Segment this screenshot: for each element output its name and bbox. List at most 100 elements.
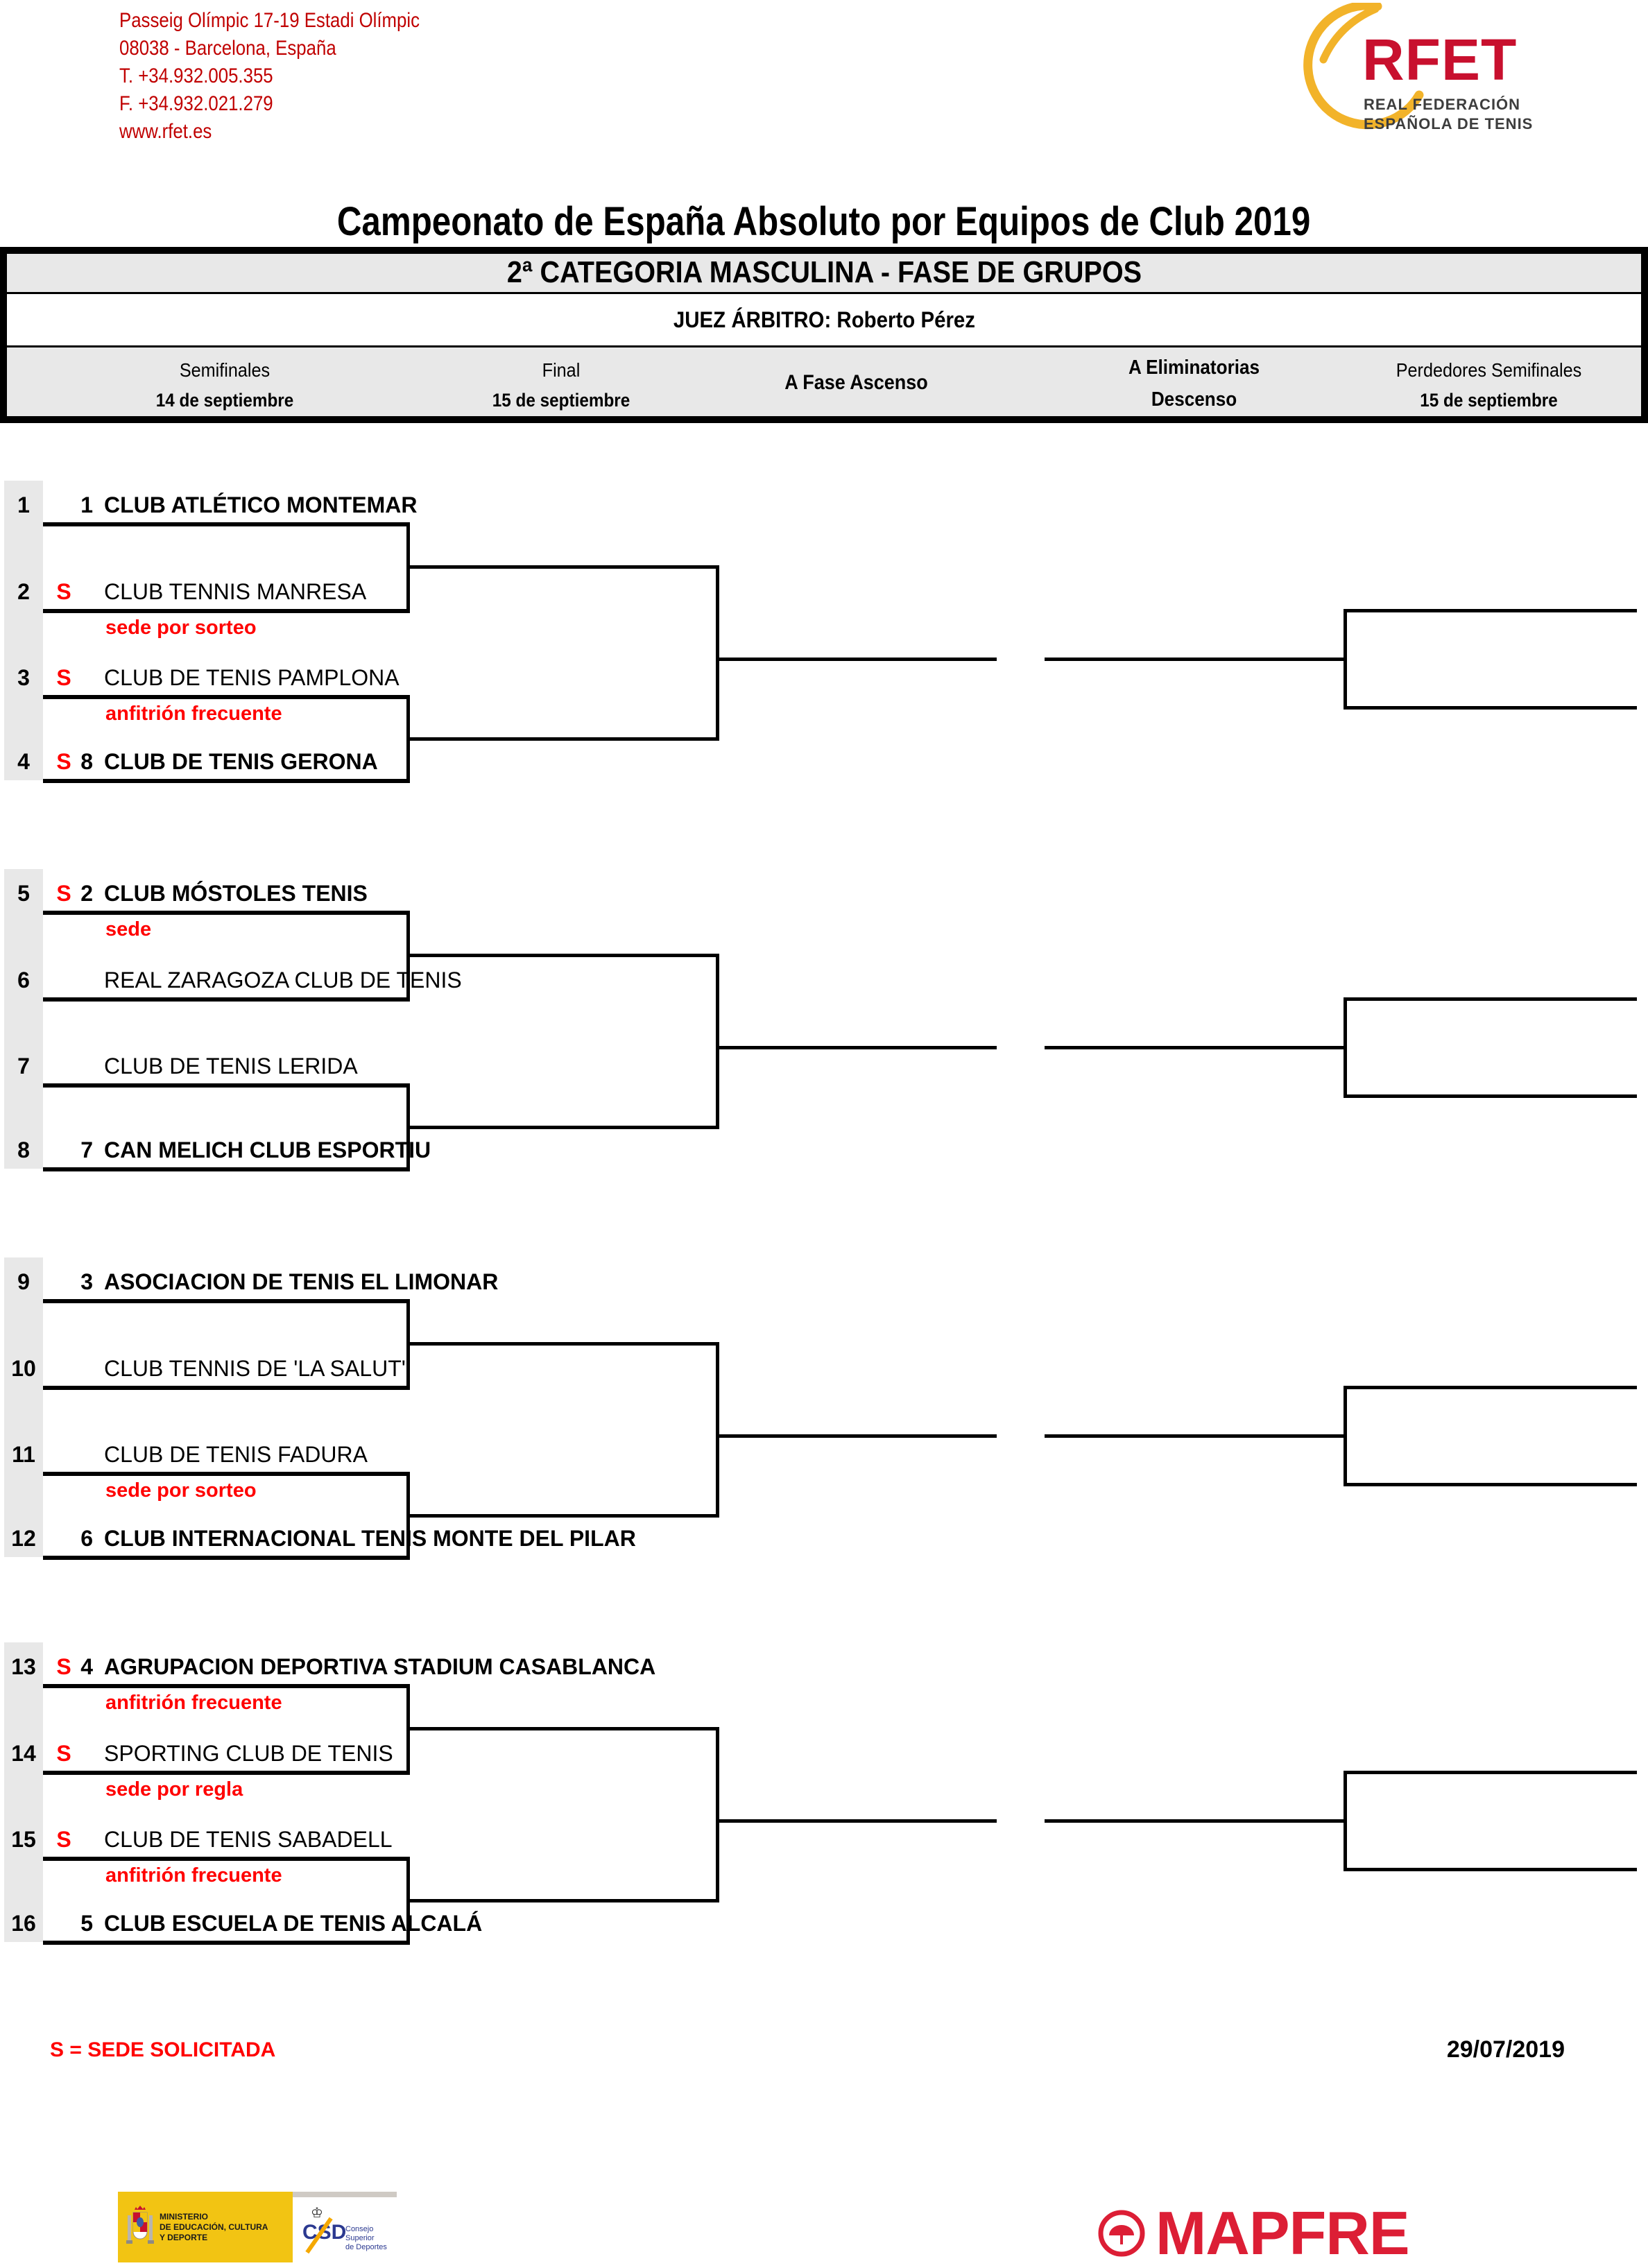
seed-number: 4	[80, 1654, 93, 1679]
sede-solicitada-flag: S	[56, 1827, 71, 1852]
rfet-sub-line: ESPAÑOLA DE TENIS	[1364, 115, 1534, 132]
venue-note: sede por sorteo	[105, 1479, 257, 1502]
tennis-ball-icon	[1303, 3, 1424, 130]
group-strip	[4, 481, 43, 780]
rfet-sub-line: REAL FEDERACIÓN	[1364, 96, 1521, 113]
column-fase-ascenso: A Fase Ascenso	[716, 347, 997, 416]
header-border	[1641, 247, 1648, 423]
column-final: Final 15 de septiembre	[406, 347, 716, 416]
venue-note: anfitrión frecuente	[105, 703, 282, 725]
ministry-logo: MINISTERIO DE EDUCACIÓN, CULTURA Y DEPOR…	[118, 2192, 397, 2262]
connector-line	[406, 1126, 716, 1129]
descenso-line	[1045, 658, 1344, 661]
connector-line	[406, 1727, 716, 1730]
csd-crown-icon: ♔	[311, 2206, 323, 2221]
column-label: A Eliminatorias	[1128, 356, 1260, 379]
venue-note: sede por regla	[105, 1778, 243, 1801]
match-line	[43, 1083, 406, 1088]
seed-number: 8	[80, 749, 93, 774]
bracket-position-number: 9	[17, 1269, 30, 1294]
address-line: 08038 - Barcelona, España	[119, 37, 336, 60]
losers-vertical	[1344, 609, 1347, 710]
column-date: 15 de septiembre	[492, 390, 630, 411]
venue-note: sede por sorteo	[105, 617, 257, 639]
connector-line	[406, 954, 716, 957]
mapfre-logo: MAPFRE	[1096, 2199, 1410, 2267]
descenso-line	[1045, 1046, 1344, 1049]
losers-line	[1344, 997, 1637, 1001]
sede-legend: S = SEDE SOLICITADA	[50, 2038, 276, 2061]
team-name: CLUB DE TENIS SABADELL	[104, 1827, 393, 1852]
match-line	[43, 1684, 406, 1688]
losers-vertical	[1344, 997, 1347, 1098]
header-border	[0, 247, 1648, 254]
seed-number: 1	[80, 492, 93, 517]
sede-solicitada-flag: S	[56, 1654, 71, 1679]
losers-line	[1344, 1771, 1637, 1774]
ascenso-line	[716, 1434, 997, 1438]
header-border	[0, 247, 7, 423]
page-title: Campeonato de España Absoluto por Equipo…	[0, 198, 1648, 245]
connector-line	[406, 1899, 716, 1902]
bracket-position-number: 13	[11, 1654, 36, 1679]
team-name: REAL ZARAGOZA CLUB DE TENIS	[104, 968, 462, 993]
sede-solicitada-flag: S	[56, 665, 71, 690]
column-label: Perdedores Semifinales	[1396, 359, 1582, 381]
bracket-position-number: 8	[17, 1137, 30, 1162]
category-bar: 2ª CATEGORIA MASCULINA - FASE DE GRUPOS	[0, 254, 1648, 294]
match-line	[43, 1472, 406, 1476]
bracket-position-number: 7	[17, 1054, 30, 1079]
team-name: CLUB ESCUELA DE TENIS ALCALÁ	[104, 1911, 483, 1936]
ministry-text-line: DE EDUCACIÓN, CULTURA	[160, 2222, 268, 2232]
bracket-position-number: 12	[11, 1526, 36, 1551]
match-line	[43, 911, 406, 915]
sede-solicitada-flag: S	[56, 579, 71, 604]
team-name: CLUB DE TENIS PAMPLONA	[104, 665, 400, 690]
category-label: 2ª CATEGORIA MASCULINA - FASE DE GRUPOS	[506, 255, 1142, 289]
csd-logo: ♔ CSD Consejo Superior de Deportes	[293, 2192, 397, 2262]
connector-line	[406, 737, 716, 741]
seed-number: 2	[80, 881, 93, 906]
bracket-position-number: 15	[11, 1827, 36, 1852]
bracket-position-number: 5	[17, 881, 30, 906]
team-name: CLUB DE TENIS GERONA	[104, 749, 378, 774]
seed-number: 5	[80, 1911, 93, 1936]
connector-line	[716, 1342, 719, 1518]
ascenso-line	[716, 1819, 997, 1823]
match-line	[43, 1299, 406, 1303]
mapfre-wordmark: MAPFRE	[1156, 2199, 1410, 2267]
match-line	[43, 1941, 406, 1945]
bracket-position-number: 1	[17, 492, 30, 517]
website-link: www.rfet.es	[119, 120, 212, 143]
losers-vertical	[1344, 1771, 1347, 1871]
column-date: 14 de septiembre	[155, 390, 294, 411]
document-date: 29/07/2019	[1446, 2036, 1565, 2063]
connector-line	[406, 565, 716, 569]
match-line	[43, 522, 406, 526]
match-line	[43, 1857, 406, 1861]
seed-number: 7	[80, 1137, 93, 1162]
connector-line	[716, 1727, 719, 1902]
match-line	[43, 695, 406, 699]
venue-note: anfitrión frecuente	[105, 1692, 282, 1714]
header-divider	[0, 345, 1648, 347]
connector-line	[406, 1342, 716, 1346]
ministry-text-line: Y DEPORTE	[160, 2232, 208, 2242]
losers-line	[1344, 609, 1637, 612]
ascenso-line	[716, 1046, 997, 1049]
bracket-position-number: 3	[17, 665, 30, 690]
team-name: CLUB TENNIS MANRESA	[104, 579, 367, 604]
match-line	[43, 997, 406, 1002]
mapfre-umbrella-icon	[1098, 2210, 1145, 2257]
address-line: Passeig Olímpic 17-19 Estadi Olímpic	[119, 9, 420, 32]
bracket-position-number: 16	[11, 1911, 36, 1936]
team-name: CLUB DE TENIS FADURA	[104, 1442, 368, 1467]
team-name: ASOCIACION DE TENIS EL LIMONAR	[104, 1269, 499, 1294]
connector-line	[716, 565, 719, 741]
team-name: CLUB MÓSTOLES TENIS	[104, 881, 368, 906]
bracket-position-number: 11	[12, 1442, 35, 1467]
header-border	[0, 416, 1648, 423]
losers-line	[1344, 1094, 1637, 1098]
column-semifinales: Semifinales 14 de septiembre	[43, 347, 406, 416]
